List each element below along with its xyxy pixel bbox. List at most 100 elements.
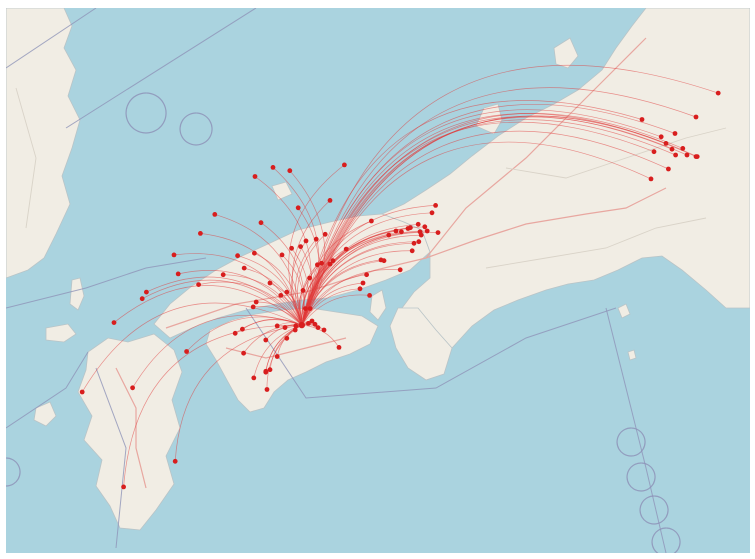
location-marker[interactable] <box>284 335 290 341</box>
location-marker[interactable] <box>648 176 654 182</box>
location-marker[interactable] <box>300 288 306 293</box>
location-marker[interactable] <box>663 141 669 146</box>
location-marker[interactable] <box>111 320 117 325</box>
location-marker[interactable] <box>327 261 333 267</box>
location-marker[interactable] <box>282 325 288 330</box>
location-marker[interactable] <box>666 166 671 172</box>
origin-marker[interactable] <box>298 321 305 329</box>
location-marker[interactable] <box>367 293 372 298</box>
location-marker[interactable] <box>319 260 324 266</box>
location-marker[interactable] <box>253 299 259 305</box>
location-marker[interactable] <box>295 205 301 211</box>
location-marker[interactable] <box>381 258 387 264</box>
location-marker[interactable] <box>680 146 686 151</box>
location-marker[interactable] <box>220 272 226 278</box>
location-marker[interactable] <box>303 238 309 244</box>
location-marker[interactable] <box>278 293 284 298</box>
location-marker[interactable] <box>292 327 298 333</box>
location-marker[interactable] <box>139 296 145 302</box>
location-marker[interactable] <box>184 349 190 354</box>
map-canvas[interactable] <box>6 8 750 553</box>
location-marker[interactable] <box>264 387 270 392</box>
location-marker[interactable] <box>399 229 404 235</box>
location-marker[interactable] <box>397 267 403 273</box>
location-marker[interactable] <box>651 149 657 155</box>
location-marker[interactable] <box>336 345 342 350</box>
location-marker[interactable] <box>422 224 428 230</box>
location-marker[interactable] <box>121 484 126 490</box>
location-marker[interactable] <box>360 280 366 286</box>
location-marker[interactable] <box>274 323 280 329</box>
location-marker[interactable] <box>274 354 280 359</box>
location-marker[interactable] <box>415 221 421 227</box>
location-marker[interactable] <box>263 368 269 374</box>
location-marker[interactable] <box>240 326 245 332</box>
location-marker[interactable] <box>409 248 415 254</box>
location-marker[interactable] <box>267 280 273 286</box>
location-marker[interactable] <box>232 330 238 336</box>
location-marker[interactable] <box>298 244 303 250</box>
location-marker[interactable] <box>250 304 256 310</box>
location-marker[interactable] <box>693 114 699 120</box>
location-marker[interactable] <box>435 230 441 236</box>
location-marker[interactable] <box>315 262 320 268</box>
location-marker[interactable] <box>715 90 721 96</box>
location-marker[interactable] <box>130 385 135 391</box>
location-marker[interactable] <box>673 152 678 158</box>
location-marker[interactable] <box>284 289 290 295</box>
location-marker[interactable] <box>252 174 258 179</box>
location-marker[interactable] <box>212 212 218 217</box>
location-marker[interactable] <box>251 375 257 381</box>
location-marker[interactable] <box>267 367 273 373</box>
location-marker[interactable] <box>175 271 181 277</box>
location-marker[interactable] <box>315 325 321 330</box>
location-marker[interactable] <box>433 203 438 208</box>
location-marker[interactable] <box>669 146 675 152</box>
location-marker[interactable] <box>393 228 399 234</box>
location-marker[interactable] <box>313 236 319 242</box>
location-marker[interactable] <box>364 272 369 278</box>
location-marker[interactable] <box>639 117 645 122</box>
location-marker[interactable] <box>418 232 424 238</box>
location-marker[interactable] <box>309 318 315 324</box>
location-marker[interactable] <box>429 210 435 216</box>
location-marker[interactable] <box>172 458 178 464</box>
location-marker[interactable] <box>79 389 85 395</box>
location-marker[interactable] <box>279 252 285 258</box>
location-marker[interactable] <box>312 321 318 327</box>
location-marker[interactable] <box>252 250 257 256</box>
location-marker[interactable] <box>241 265 247 271</box>
location-marker[interactable] <box>343 246 349 252</box>
location-marker[interactable] <box>241 350 247 356</box>
location-marker[interactable] <box>330 258 336 264</box>
location-marker[interactable] <box>386 232 392 238</box>
location-marker[interactable] <box>293 323 299 329</box>
location-marker[interactable] <box>658 134 664 140</box>
location-marker[interactable] <box>307 275 312 281</box>
location-marker[interactable] <box>342 162 347 168</box>
location-marker[interactable] <box>263 337 269 343</box>
location-marker[interactable] <box>684 152 690 158</box>
location-marker[interactable] <box>258 220 264 226</box>
location-marker[interactable] <box>424 228 430 234</box>
location-marker[interactable] <box>321 327 327 333</box>
location-marker[interactable] <box>303 306 308 311</box>
location-marker[interactable] <box>198 231 203 236</box>
location-marker[interactable] <box>672 131 678 136</box>
location-marker[interactable] <box>357 286 363 292</box>
location-marker[interactable] <box>369 218 374 224</box>
map-view[interactable] <box>6 8 750 553</box>
location-marker[interactable] <box>416 239 422 245</box>
location-marker[interactable] <box>287 168 293 174</box>
location-marker[interactable] <box>408 225 413 231</box>
location-marker[interactable] <box>306 321 311 326</box>
location-marker[interactable] <box>235 253 241 259</box>
location-marker[interactable] <box>144 289 149 295</box>
location-marker[interactable] <box>327 198 333 203</box>
location-marker[interactable] <box>322 231 328 237</box>
location-marker[interactable] <box>411 240 417 246</box>
location-marker[interactable] <box>196 282 202 287</box>
location-marker[interactable] <box>171 252 177 258</box>
location-marker[interactable] <box>307 306 313 311</box>
location-marker[interactable] <box>694 154 700 160</box>
